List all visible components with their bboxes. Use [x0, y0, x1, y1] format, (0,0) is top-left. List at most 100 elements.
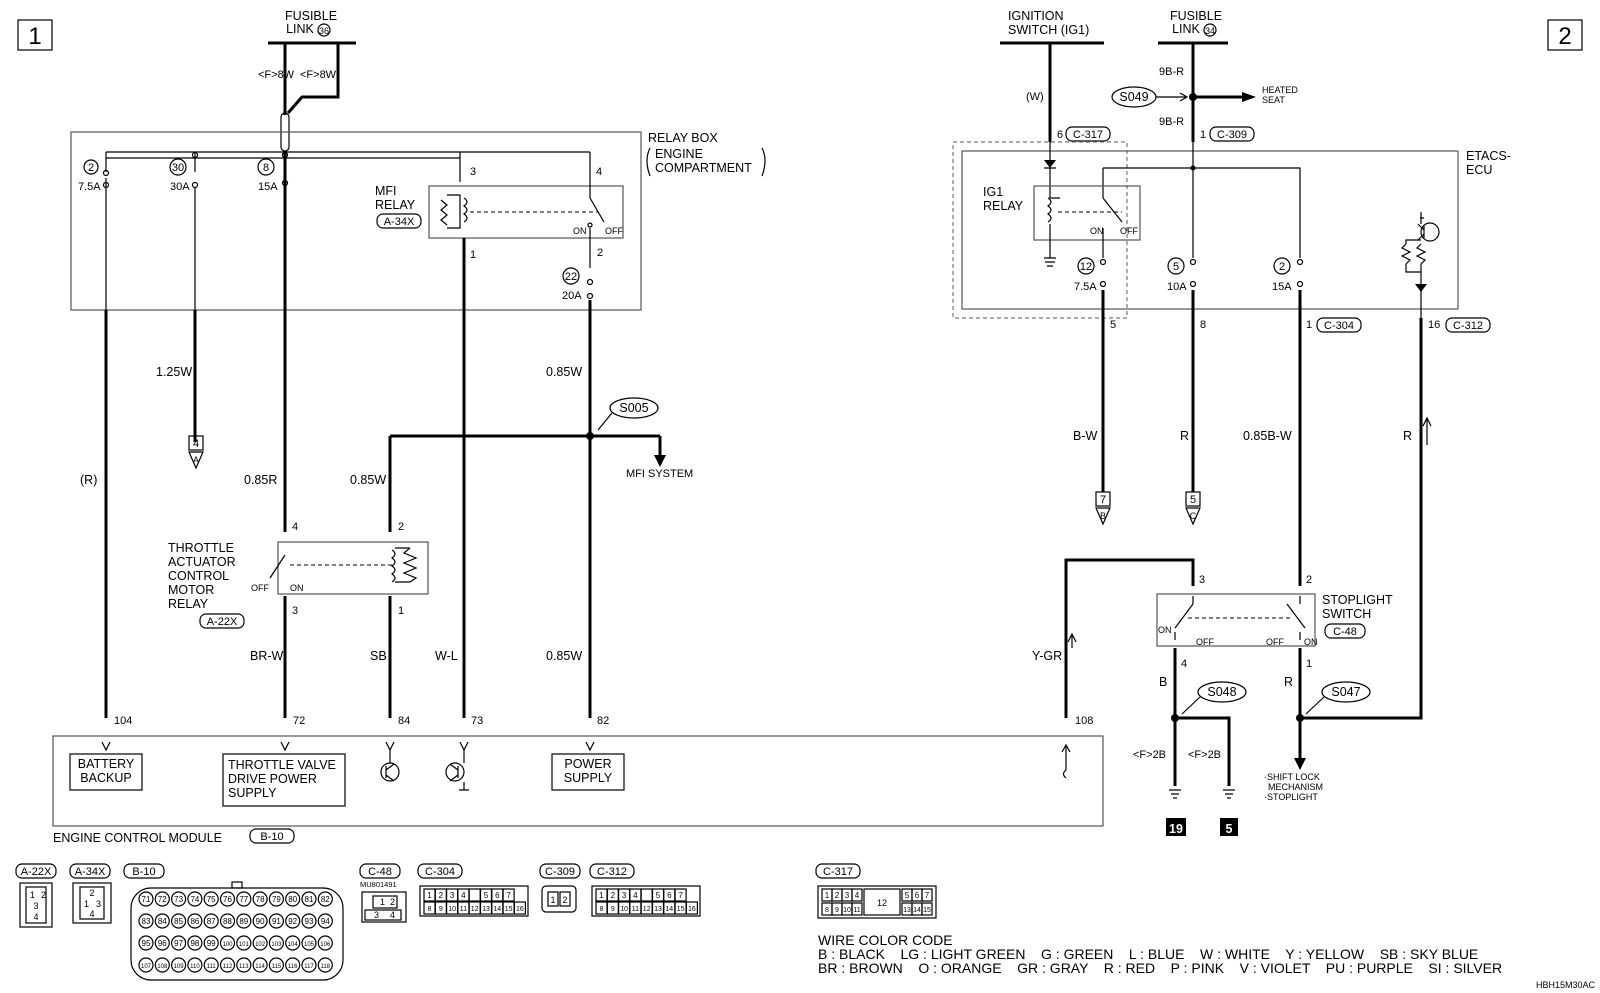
b10-pin: [171, 935, 187, 951]
pin-label: 11: [632, 906, 639, 913]
pin-label: 7: [925, 891, 930, 900]
b10-pin-label: 110: [190, 964, 200, 970]
b10-pin-label: 86: [190, 917, 199, 926]
splice-s047: S047: [1305, 681, 1371, 715]
ecm-conn-b10: B-10: [249, 828, 295, 844]
svg-text:MU801491: MU801491: [360, 880, 397, 889]
wire-label-b: B: [1159, 675, 1167, 689]
b10-pin-label: 73: [174, 895, 183, 904]
b10-pin-label: 117: [304, 964, 314, 970]
b10-pin-label: 115: [272, 964, 282, 970]
svg-text:RELAY: RELAY: [168, 597, 209, 611]
b10-pin-label: 105: [304, 942, 315, 948]
b10-pin-label: 92: [288, 917, 297, 926]
connector-c: 5 C: [1185, 491, 1201, 526]
pin-label: 8: [600, 906, 604, 913]
pin-label: 13: [482, 906, 490, 913]
b10-pin: [187, 935, 203, 951]
svg-text:1: 1: [470, 249, 476, 261]
b10-pin: [203, 957, 219, 973]
wire-label-085w-a: 0.85W: [350, 473, 386, 487]
svg-text:4: 4: [596, 166, 602, 178]
b10-pin: [187, 957, 203, 973]
b10-pin: [301, 913, 317, 929]
svg-text:S048: S048: [1207, 685, 1236, 699]
heated-seat-label-2: SEAT: [1262, 95, 1285, 105]
svg-text:2: 2: [88, 162, 94, 174]
wire-label-085w-c: 0.85W: [546, 649, 582, 663]
svg-text:ON: ON: [1090, 226, 1104, 236]
pin-label: 6: [667, 891, 672, 900]
svg-text:RELAY BOX: RELAY BOX: [648, 131, 718, 145]
ecm-transistor-73: [445, 750, 469, 791]
fusible-link-34: FUSIBLE LINK 34: [1158, 9, 1228, 45]
b10-pin: [252, 913, 268, 929]
ecm-pin-72: 72: [293, 715, 305, 727]
pin-label: 14: [665, 906, 673, 913]
b10-pin-label: 95: [142, 939, 151, 948]
svg-text:8: 8: [263, 162, 269, 174]
pin-label: 3: [622, 891, 627, 900]
svg-text:2: 2: [41, 890, 46, 900]
svg-text:34: 34: [1205, 26, 1215, 36]
wire-label-085bw: 0.85B-W: [1243, 429, 1292, 443]
ecm-transistor-84: [380, 750, 400, 782]
svg-text:2: 2: [89, 888, 94, 898]
svg-text:30A: 30A: [170, 181, 190, 193]
ecm-pin-84: 84: [398, 715, 410, 727]
svg-text:B: B: [1100, 511, 1106, 521]
b10-pin-label: 116: [288, 964, 298, 970]
svg-text:OFF: OFF: [1120, 226, 1138, 236]
pin-label: 9: [611, 906, 615, 913]
fuse-2-right: 2 15A: [1272, 257, 1304, 293]
etacs-label-1: ETACS-: [1466, 149, 1511, 163]
pin-label: 9: [835, 907, 839, 914]
svg-text:1: 1: [1306, 658, 1312, 670]
shift-lock-label-3: ·STOPLIGHT: [1264, 792, 1318, 802]
svg-text:C-309: C-309: [1217, 129, 1247, 141]
b10-pin: [138, 913, 154, 929]
svg-text:A-34X: A-34X: [384, 216, 415, 228]
wire-label-sb: SB: [370, 649, 387, 663]
svg-text:1: 1: [398, 605, 404, 617]
svg-text:3: 3: [374, 910, 379, 920]
relay-box-label: RELAY BOX ENGINE COMPARTMENT: [646, 131, 766, 177]
svg-text:ACTUATOR: ACTUATOR: [168, 555, 236, 569]
ecm-pin-104: 104: [114, 715, 132, 727]
pin-label: 15: [505, 906, 513, 913]
svg-text:C-304: C-304: [425, 866, 455, 878]
pin-label: 5: [905, 891, 910, 900]
svg-text:1: 1: [30, 890, 35, 900]
pin-label: 13: [654, 906, 662, 913]
svg-text:SUPPLY: SUPPLY: [228, 786, 277, 800]
pin-label: 13: [903, 907, 911, 914]
svg-text:BACKUP: BACKUP: [80, 771, 131, 785]
pin-label: 8: [428, 906, 432, 913]
b10-pin-label: 82: [321, 895, 330, 904]
svg-text:B-10: B-10: [260, 831, 283, 843]
b10-pin-label: 84: [158, 917, 167, 926]
connector-c309: C-309 1 2: [539, 863, 581, 913]
pin-label: 16: [688, 906, 696, 913]
b10-pin: [171, 957, 187, 973]
wire-label-r3: R: [1284, 675, 1293, 689]
b10-pin-label: 83: [142, 917, 151, 926]
svg-text:7: 7: [1100, 494, 1106, 506]
svg-text:S005: S005: [619, 401, 648, 415]
svg-text:3: 3: [1199, 574, 1205, 586]
svg-text:4: 4: [89, 909, 94, 919]
splice-s048: S048: [1181, 681, 1247, 715]
pin-label: 10: [620, 906, 628, 913]
mfi-relay: MFI RELAY A-34X 3 4 1 2 ON OFF: [375, 166, 624, 268]
sheet-number-right: 2: [1547, 19, 1583, 51]
pin-label: 15: [677, 906, 685, 913]
svg-text:1: 1: [380, 897, 385, 907]
b10-pin: [317, 891, 333, 907]
b10-pin-label: 111: [207, 964, 217, 970]
b10-pin-label: 113: [239, 964, 249, 970]
pin-label: 1: [599, 891, 604, 900]
b10-pin-label: 112: [223, 964, 233, 970]
svg-text:A: A: [193, 455, 199, 465]
